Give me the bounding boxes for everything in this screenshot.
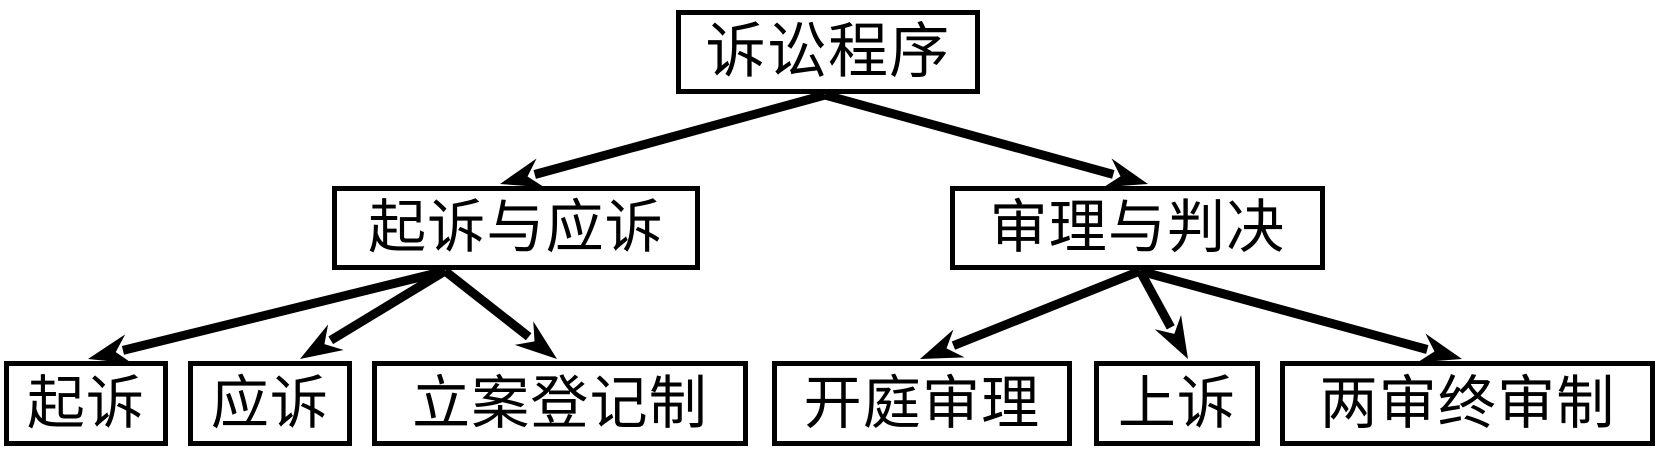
- node-appeal[interactable]: 上诉: [1094, 361, 1260, 446]
- arrow-n2-to-l6: [1138, 266, 1462, 363]
- node-root[interactable]: 诉讼程序: [676, 10, 980, 94]
- node-label-two-instance-final-system: 两审终审制: [1319, 370, 1616, 436]
- node-filing-suit[interactable]: 起诉: [4, 361, 168, 446]
- node-label-trial-and-judgment: 审理与判决: [989, 195, 1286, 260]
- node-case-registration-system[interactable]: 立案登记制: [372, 361, 748, 446]
- node-court-hearing[interactable]: 开庭审理: [772, 361, 1072, 446]
- node-label-appeal: 上诉: [1117, 370, 1237, 436]
- node-label-case-registration-system: 立案登记制: [412, 370, 708, 436]
- arrow-n1-to-l3: [442, 267, 557, 359]
- node-label-court-hearing: 开庭审理: [803, 370, 1041, 436]
- arrow-n1-to-l1: [88, 266, 447, 364]
- arrow-root-to-n1: [500, 90, 827, 188]
- node-label-filing-suit: 起诉: [26, 370, 146, 436]
- node-label-root: 诉讼程序: [705, 19, 951, 85]
- node-label-filing-and-response: 起诉与应诉: [368, 195, 664, 260]
- node-label-responding-suit: 应诉: [210, 370, 330, 436]
- node-two-instance-final-system[interactable]: 两审终审制: [1280, 361, 1655, 446]
- node-responding-suit[interactable]: 应诉: [188, 361, 352, 446]
- arrow-n2-to-l5: [1136, 268, 1188, 359]
- node-filing-and-response[interactable]: 起诉与应诉: [332, 186, 700, 270]
- arrow-n1-to-l2: [300, 267, 448, 359]
- node-trial-and-judgment[interactable]: 审理与判决: [950, 186, 1325, 270]
- arrow-root-to-n2: [823, 90, 1148, 188]
- arrow-n2-to-l4: [920, 266, 1142, 359]
